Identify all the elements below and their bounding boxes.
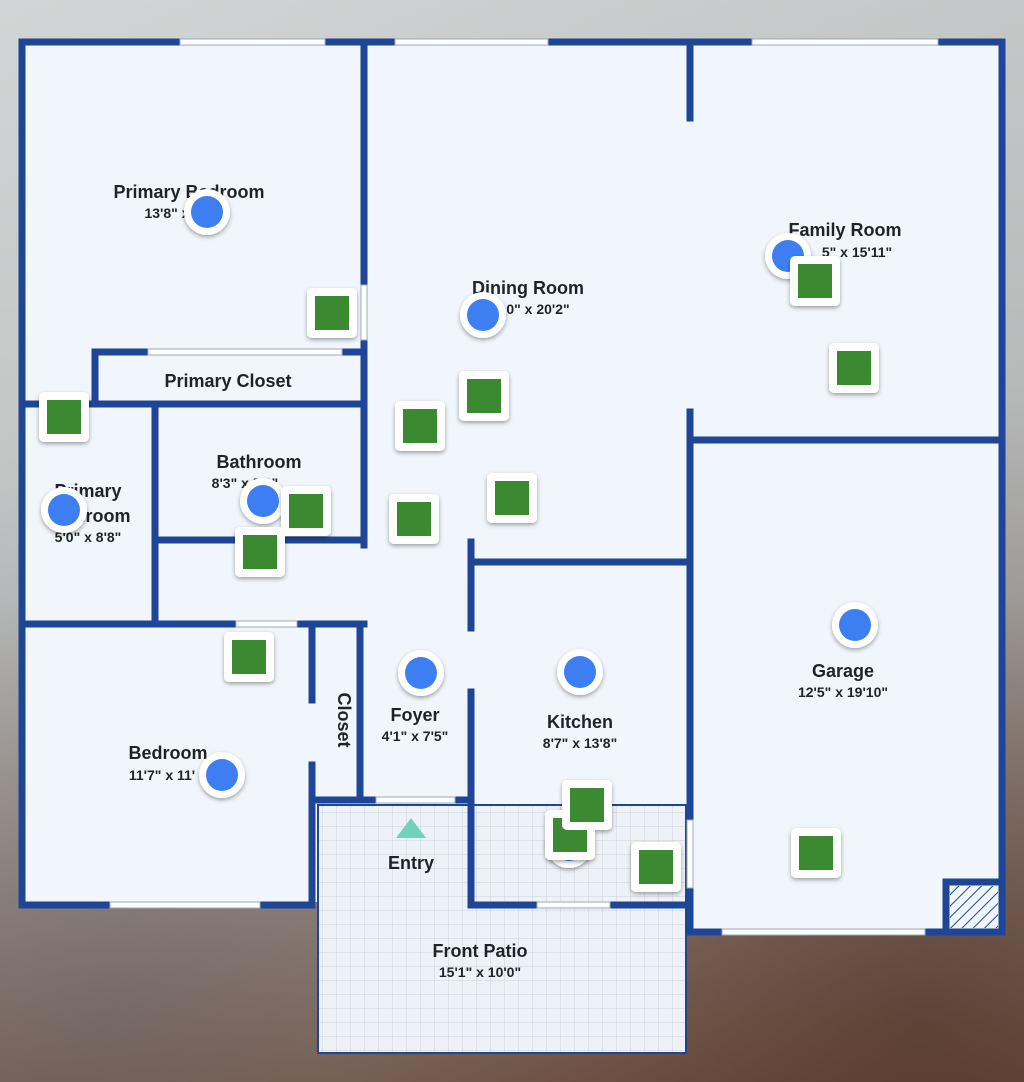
garage-storage-hatch <box>950 886 998 928</box>
blue-circle-pin-icon[interactable] <box>460 292 506 338</box>
green-square-photo-icon[interactable] <box>39 392 89 442</box>
front-patio-floor <box>317 804 687 1054</box>
green-square-photo-icon[interactable] <box>395 401 445 451</box>
entry-label: Entry <box>388 853 434 873</box>
green-square-photo-icon[interactable] <box>307 288 357 338</box>
primary-bedroom-label: Primary Bedroom <box>113 182 264 202</box>
green-square-photo-icon[interactable] <box>631 842 681 892</box>
green-square-photo-icon[interactable] <box>562 780 612 830</box>
blue-circle-pin-icon[interactable] <box>832 602 878 648</box>
front-patio-label: Front Patio <box>433 941 528 961</box>
family-room-dims: 5" x 15'11" <box>822 244 892 260</box>
windows <box>109 38 939 936</box>
green-square-photo-icon[interactable] <box>487 473 537 523</box>
blue-circle-pin-icon[interactable] <box>199 752 245 798</box>
walls <box>18 38 1006 936</box>
blue-circle-pin-icon[interactable] <box>557 649 603 695</box>
green-square-photo-icon[interactable] <box>790 256 840 306</box>
green-square-photo-icon[interactable] <box>791 828 841 878</box>
garage-label: Garage <box>812 661 874 681</box>
garage-dims: 12'5" x 19'10" <box>798 684 888 700</box>
blue-circle-pin-icon[interactable] <box>240 478 286 524</box>
blue-circle-pin-icon[interactable] <box>398 650 444 696</box>
green-square-photo-icon[interactable] <box>829 343 879 393</box>
family-room-label: Family Room <box>788 220 901 240</box>
green-square-photo-icon[interactable] <box>459 371 509 421</box>
entry-triangle-icon[interactable] <box>396 818 426 838</box>
closet-label: Closet <box>334 692 354 747</box>
bedroom-dims: 11'7" x 11' <box>129 767 195 783</box>
blue-circle-pin-icon[interactable] <box>41 487 87 533</box>
kitchen-dims: 8'7" x 13'8" <box>543 735 617 751</box>
photo-markers <box>39 256 879 892</box>
green-square-photo-icon[interactable] <box>224 632 274 682</box>
green-square-photo-icon[interactable] <box>281 486 331 536</box>
dining-room-dims: 0" x 20'2" <box>506 301 569 317</box>
bedroom-label: Bedroom <box>128 743 207 763</box>
dining-room-label: Dining Room <box>472 278 584 298</box>
primary-bedroom-dims: 13'8" x <box>144 205 189 221</box>
garage-floor <box>690 440 1002 930</box>
foyer-dims: 4'1" x 7'5" <box>382 728 449 744</box>
blue-circle-pin-icon[interactable] <box>184 189 230 235</box>
primary-closet-label: Primary Closet <box>164 371 291 391</box>
front-patio-dims: 15'1" x 10'0" <box>439 964 521 980</box>
foyer-label: Foyer <box>390 705 439 725</box>
floors <box>22 42 1002 1054</box>
primary-bathroom-dims: 5'0" x 8'8" <box>55 529 122 545</box>
green-square-photo-icon[interactable] <box>389 494 439 544</box>
green-square-photo-icon[interactable] <box>235 527 285 577</box>
kitchen-label: Kitchen <box>547 712 613 732</box>
bathroom-label: Bathroom <box>217 452 302 472</box>
